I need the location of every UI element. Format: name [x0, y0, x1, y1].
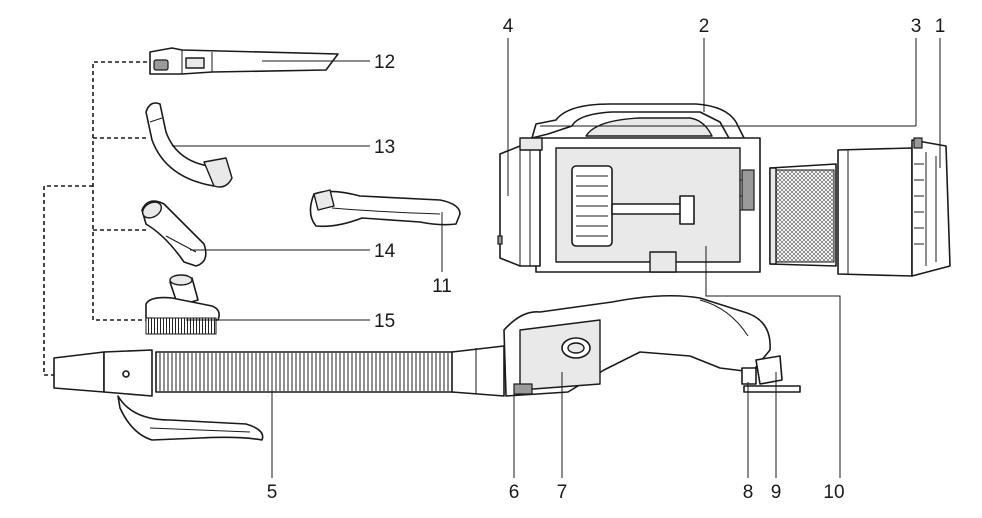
label-11: 11: [432, 276, 452, 297]
label-10: 10: [823, 482, 844, 503]
label-6: 6: [509, 482, 520, 503]
filter-assembly: [769, 137, 951, 277]
label-13: 13: [374, 137, 395, 158]
crevice-tool: [149, 47, 339, 75]
label-15: 15: [374, 311, 395, 332]
label-7: 7: [557, 482, 568, 503]
label-8: 8: [743, 482, 754, 503]
label-12: 12: [374, 52, 395, 73]
label-3: 3: [911, 16, 922, 37]
hose-assembly: [53, 345, 505, 441]
leader-lines: [172, 38, 941, 478]
dusting-nozzle: [141, 200, 207, 267]
accessory-connector-lines: [43, 61, 147, 376]
label-1: 1: [935, 16, 946, 37]
label-2: 2: [699, 16, 710, 37]
motor-handle-body: [503, 294, 801, 397]
label-5: 5: [267, 482, 278, 503]
hose-corrugation: [159, 353, 453, 391]
brush-tool: [145, 274, 220, 335]
label-14: 14: [374, 241, 396, 262]
dust-container-assembly: [497, 103, 761, 273]
handle-strap: [309, 189, 461, 228]
curved-extension: [145, 102, 233, 188]
part-labels: 1 2 3 4 5 6 7 8 9 10 11 12 13 14 15: [267, 16, 946, 503]
label-9: 9: [771, 482, 782, 503]
label-4: 4: [503, 16, 514, 37]
